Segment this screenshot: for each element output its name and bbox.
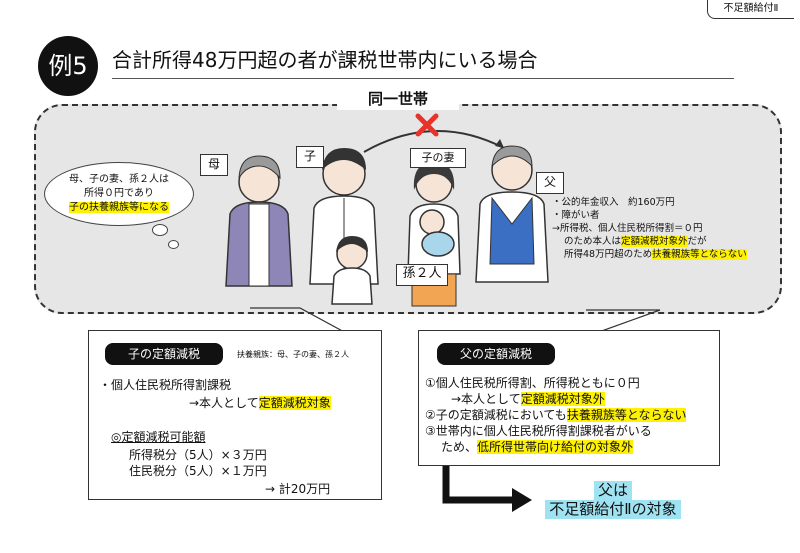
child-tax-cut-panel: 子の定額減税 扶養親族：母、子の妻、孫２人 ・個人住民税所得割課税 →本人として…: [88, 330, 382, 500]
father-line-1: ①個人住民税所得割、所得税ともに０円: [425, 376, 640, 390]
child-line-taxed: ・個人住民税所得割課税: [99, 378, 232, 392]
thought-line-1: 母、子の妻、孫２人は: [69, 174, 169, 185]
baby-figure: [419, 209, 455, 257]
thought-bubble-dot: [152, 224, 168, 236]
label-father: 父: [536, 172, 564, 194]
result-line-1: 父は: [593, 481, 632, 500]
father-line-5: ため、低所得世帯向け給付の対象外: [441, 440, 634, 454]
note-not-eligible: のため本人は定額減税対象外だが: [564, 236, 707, 247]
grandson-figure: [331, 236, 373, 305]
page-title: 合計所得48万円超の者が課税世帯内にいる場合: [112, 48, 538, 72]
thought-line-2: 所得０円であり: [84, 188, 154, 199]
label-child-wife: 子の妻: [410, 148, 466, 168]
note-pension: ・公的年金収入 約160万円: [552, 197, 675, 208]
child-line-eligible: →本人として定額減税対象: [189, 396, 331, 410]
father-figure: [475, 145, 549, 283]
relation-arrowhead: [495, 139, 504, 148]
child-panel-heading: 子の定額減税: [105, 343, 223, 365]
child-line-total: → 計20万円: [265, 482, 331, 496]
child-subheading: ◎定額減税可能額: [111, 430, 206, 444]
child-line-resident-tax: 住民税分（5人）×１万円: [129, 464, 267, 478]
thought-highlight: 子の扶養親族等になる: [69, 202, 169, 213]
note-not-dependent: 所得48万円超のため扶養親族等とならない: [564, 249, 747, 260]
household-label: 同一世帯: [337, 88, 459, 110]
child-line-income-tax: 所得税分（5人）×３万円: [129, 448, 267, 462]
result-conclusion: 父は 不足額給付Ⅱの対象: [534, 481, 692, 519]
thought-bubble-dot: [168, 240, 179, 249]
father-tax-cut-panel: 父の定額減税 ①個人住民税所得割、所得税ともに０円 →本人として定額減税対象外 …: [418, 330, 720, 466]
thought-line-3: 子の扶養親族等になる: [45, 201, 193, 215]
child-dependents-note: 扶養親族：母、子の妻、孫２人: [237, 350, 349, 359]
result-arrow-icon: [442, 466, 532, 512]
title-underline: [112, 78, 734, 79]
father-line-4: ③世帯内に個人住民税所得割課税者がいる: [425, 424, 652, 438]
result-line-2: 不足額給付Ⅱの対象: [545, 500, 681, 519]
father-line-3: ②子の定額減税においても扶養親族等とならない: [425, 408, 687, 422]
note-disability: ・障がい者: [552, 210, 600, 221]
dependents-thought-bubble: 母、子の妻、孫２人は 所得０円であり 子の扶養親族等になる: [44, 162, 194, 226]
section-tag: 不足額給付Ⅱ: [707, 0, 794, 19]
not-dependent-cross-icon: [415, 113, 439, 137]
example-badge: 例5: [38, 36, 98, 96]
label-child: 子: [296, 146, 324, 168]
father-line-2: →本人として定額減税対象外: [451, 392, 605, 406]
note-tax-zero: →所得税、個人住民税所得割＝０円: [552, 223, 703, 234]
father-income-notes: ・公的年金収入 約160万円 ・障がい者 →所得税、個人住民税所得割＝０円 のた…: [552, 196, 747, 261]
mother-figure: [225, 155, 293, 287]
label-mother: 母: [200, 154, 228, 176]
family-illustration: [225, 113, 549, 307]
father-panel-heading: 父の定額減税: [437, 343, 555, 365]
label-grandchildren: 孫２人: [396, 264, 448, 286]
